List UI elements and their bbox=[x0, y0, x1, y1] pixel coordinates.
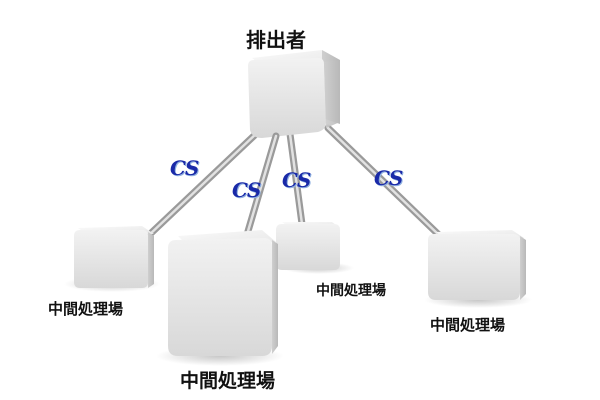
cs-badge: CS bbox=[170, 156, 199, 180]
cs-badge: CS bbox=[374, 166, 403, 190]
node-cube-left bbox=[74, 226, 154, 288]
connector-rod-highlight bbox=[288, 132, 304, 226]
hub-cube bbox=[248, 50, 340, 138]
node-cube-front bbox=[168, 230, 278, 356]
node-label-right: 中間処理場 bbox=[430, 316, 506, 334]
node-label-front: 中間処理場 bbox=[180, 370, 276, 392]
node-cube-back bbox=[276, 222, 340, 270]
node-cube-right bbox=[428, 230, 526, 300]
connector-rod-highlight bbox=[326, 126, 442, 238]
cs-badge: CS bbox=[232, 178, 261, 202]
connector-rod-highlight bbox=[244, 134, 278, 240]
cs-badge: CS bbox=[282, 168, 311, 192]
node-label-back: 中間処理場 bbox=[316, 283, 386, 299]
hub-label: 排出者 bbox=[246, 28, 306, 52]
connector-rod-highlight bbox=[146, 130, 260, 238]
node-label-left: 中間処理場 bbox=[48, 300, 124, 318]
